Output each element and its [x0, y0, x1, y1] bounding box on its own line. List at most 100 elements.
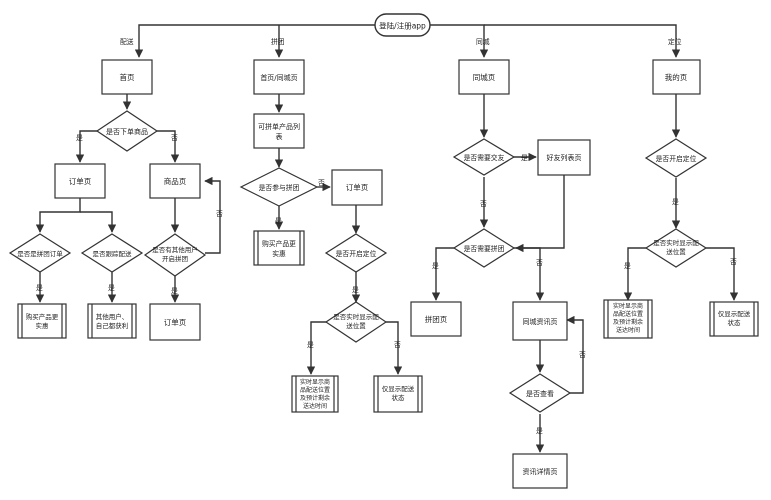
label-order-q: 是否下单商品: [106, 127, 148, 136]
node-realtime-q-4: [644, 228, 708, 268]
label-only-status-2a: 仅显示配送: [382, 384, 415, 393]
node-order-page-3: [331, 169, 383, 206]
label-yes: 是: [307, 341, 314, 349]
label-yes: 是: [275, 217, 282, 225]
label-yes: 是: [521, 154, 528, 162]
edge-labels: 配送 拼团 同城 定位 是 否 是 是 是 否 是 否 是 是 否 是 否 是 …: [36, 37, 737, 435]
edge-orderq-no: [157, 130, 180, 163]
label-city-news: 同城资讯页: [523, 317, 558, 326]
node-locate-q-2: [324, 233, 388, 273]
label-yes: 是: [108, 284, 115, 292]
node-follow-q: [80, 233, 144, 273]
edge-orderq-yes: [75, 130, 97, 163]
branch-label-group: 拼团: [271, 37, 285, 46]
node-group-page: [410, 301, 462, 337]
label-buy-discount-1a: 购买产品更: [26, 312, 59, 321]
edge-rtq-yes: [306, 321, 326, 375]
node-locate-q-4: [644, 138, 708, 178]
node-friend-q: [452, 138, 516, 176]
label-news-detail: 资讯详情页: [523, 467, 558, 476]
label-no: 否: [536, 259, 543, 267]
node-order-q: [95, 110, 159, 152]
edges: [35, 24, 739, 453]
node-order-page-2: [149, 303, 201, 341]
label-realtime-show-4b: 品配送位置: [613, 310, 643, 318]
label-realtime-show-4c: 及预计剩余: [613, 318, 643, 326]
label-realtime-show-2a: 实时显示商: [300, 378, 330, 386]
label-realtime-show-4d: 送达时间: [616, 326, 640, 334]
label-no: 否: [171, 134, 178, 142]
node-others-buy: [87, 303, 137, 339]
label-others-q-2: 开启拼团: [162, 254, 188, 263]
label-no: 否: [579, 351, 586, 359]
label-order-page-l: 订单页: [69, 176, 92, 186]
label-no: 否: [318, 179, 325, 187]
node-news-detail: [512, 453, 568, 489]
label-others-buy-b: 自己都获利: [96, 321, 129, 330]
label-realtime-q-2b: 送位置: [346, 321, 366, 330]
branch-label-locate: 定位: [668, 37, 682, 46]
label-no: 否: [216, 210, 223, 218]
node-my-page: [652, 59, 701, 95]
label-realtime-q-4a: 是否实时显示配: [653, 238, 699, 247]
edge-rtq-no: [386, 321, 403, 375]
label-only-status-4b: 状态: [728, 318, 742, 327]
label-realtime-show-4a: 实时显示商: [613, 302, 643, 310]
label-realtime-q-2a: 是否实时显示配: [333, 312, 379, 321]
branch-label-city: 同城: [476, 38, 490, 46]
edge-orderpage-groupq: [35, 198, 81, 233]
node-only-status-2: [373, 375, 423, 413]
label-only-status-2b: 状态: [392, 393, 406, 402]
nodes: 登陆/注册app 首页 是否下单商品 订单页 商品页 是否是拼团订单 是否跟踪配…: [8, 13, 759, 489]
label-group-order-q: 是否是拼团订单: [17, 249, 63, 258]
label-realtime-q-4b: 送位置: [666, 247, 686, 256]
label-order-page-2: 订单页: [164, 317, 187, 327]
label-yes: 是: [171, 287, 178, 295]
label-my-page: 我的页: [665, 72, 688, 82]
label-yes: 是: [672, 198, 679, 206]
node-need-group-q: [452, 228, 516, 268]
label-group-list-b: 表: [276, 132, 283, 141]
node-others-q: [143, 233, 207, 277]
label-others-buy-a: 其他用户、: [96, 312, 129, 321]
label-order-page-3: 订单页: [346, 182, 369, 192]
label-yes: 是: [536, 427, 543, 435]
node-view-q: [508, 373, 572, 413]
label-no: 否: [480, 200, 487, 208]
label-city-page: 同城页: [473, 73, 496, 82]
label-group-list-a: 可拼单产品列: [258, 122, 300, 131]
label-group-page: 拼团页: [425, 314, 448, 324]
label-others-q-1: 是否有其他用户: [152, 245, 198, 254]
label-only-status-4a: 仅显示配送: [718, 309, 751, 318]
edge-friends-needq: [515, 175, 565, 253]
node-group-list: [253, 113, 305, 149]
edge-viewq-no: [566, 315, 584, 394]
node-realtime-q-2: [324, 301, 388, 343]
label-realtime-show-2b: 品配送位置: [300, 386, 330, 394]
label-yes: 是: [432, 262, 439, 270]
node-buy-discount-1: [17, 303, 67, 339]
edge-orderpage-followq: [80, 211, 117, 233]
label-locate-q-2: 是否开启定位: [336, 249, 377, 258]
node-realtime-show-4: [603, 299, 653, 339]
label-yes: 是: [352, 286, 359, 294]
edge-needq-no: [514, 247, 545, 301]
label-home-city: 首页/同城页: [260, 73, 297, 82]
label-buy-discount-2b: 实惠: [272, 249, 286, 258]
label-follow-q: 是否跟踪配送: [93, 249, 133, 258]
node-buy-discount-2: [253, 230, 305, 266]
label-friend-list: 好友列表页: [547, 153, 582, 162]
label-realtime-show-2d: 送达时间: [303, 402, 327, 410]
node-only-status-4: [709, 301, 759, 337]
label-yes: 是: [624, 262, 631, 270]
node-group-order-q: [8, 233, 72, 273]
label-locate-q-4: 是否开启定位: [656, 154, 697, 163]
label-buy-discount-1b: 实惠: [36, 321, 50, 330]
node-city-page: [458, 59, 510, 95]
edge-needq-yes: [431, 247, 454, 301]
start-label: 登陆/注册app: [379, 21, 426, 31]
node-city-news: [512, 301, 568, 341]
node-join-q: [239, 167, 319, 207]
node-home-city: [253, 59, 305, 95]
